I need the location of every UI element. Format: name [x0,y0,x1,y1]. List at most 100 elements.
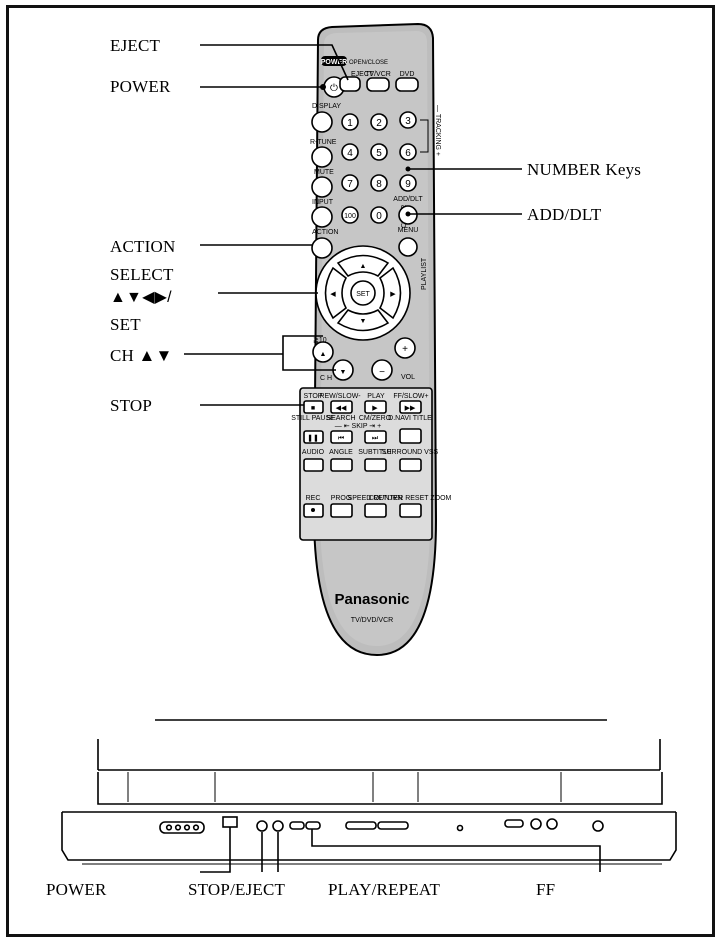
r-tune-button[interactable] [311,146,333,168]
av-input-jacks [159,821,205,834]
svg-text:REW/SLOW-: REW/SLOW- [319,393,361,400]
svg-text:AUDIO: AUDIO [302,449,325,456]
svg-text:SEARCH: SEARCH [326,415,355,422]
prog-button[interactable] [330,503,353,518]
svg-text:8: 8 [376,179,382,190]
front-power-button[interactable] [222,816,238,828]
svg-text:6: 6 [405,148,411,159]
front-indicator [456,824,464,832]
dpad-up-button[interactable] [336,254,390,278]
tv-front-panel [61,719,677,865]
skip-forward-button[interactable] [364,430,387,444]
callout-power: POWER [110,77,171,96]
number-key[interactable] [370,206,388,224]
front-rec-buttons[interactable] [504,819,524,828]
mute-button[interactable] [311,176,333,198]
dvd-button[interactable] [395,77,419,92]
number-key[interactable] [370,113,388,131]
svg-text:PLAY: PLAY [367,393,385,400]
vol-up-button[interactable] [394,337,416,359]
front-leader-lines [200,827,601,873]
svg-text:REC: REC [306,495,321,502]
rtune-label: R-TUNE [310,139,337,146]
number-key[interactable] [341,206,359,224]
callout-front-play-repeat: PLAY/REPEAT [328,880,441,899]
rew-icon: ◀◀ [336,405,347,412]
set-button[interactable] [350,280,376,306]
svg-text:STOP: STOP [304,393,323,400]
front-play-repeat-button[interactable] [272,820,284,832]
callout-select-arrows: ▲▼◀▶/ [110,289,172,306]
callout-front-stop-eject: STOP/EJECT [188,880,286,899]
front-vol-buttons[interactable] [377,821,409,830]
still-pause-button[interactable] [303,430,324,444]
front-dvd-play-button[interactable] [546,818,558,830]
display-button[interactable] [311,111,333,133]
menu-button[interactable] [398,237,418,257]
dpad-right-button[interactable] [378,266,402,320]
svg-text:SUBTITLE: SUBTITLE [358,449,392,456]
ch-down-icon: ▼ [340,369,347,376]
stop-button[interactable] [303,400,324,414]
ff-button[interactable] [399,400,422,414]
angle-button[interactable] [330,458,353,472]
set-label: SET [356,291,370,298]
mute-label: MUTE [314,169,334,176]
number-key[interactable] [341,113,359,131]
svg-text:D.NAVI TITLE: D.NAVI TITLE [388,415,432,422]
dpad-down-button[interactable] [336,308,390,332]
front-ch-buttons[interactable] [345,821,377,830]
callout-eject: EJECT [110,36,161,55]
number-key[interactable] [399,174,417,192]
svg-text:2: 2 [376,118,382,129]
svg-text:100: 100 [344,213,356,220]
rew-button[interactable] [330,400,353,414]
front-stop-eject-button[interactable] [256,820,268,832]
audio-button[interactable] [303,458,324,472]
play-button[interactable] [364,400,387,414]
svg-text:ANGLE: ANGLE [329,449,353,456]
callout-number-keys: NUMBER Keys [527,160,642,179]
skip-back-button[interactable] [330,430,353,444]
number-key[interactable] [370,174,388,192]
callout-add-dlt: ADD/DLT [527,205,602,224]
front-rew-button[interactable] [289,821,305,830]
speed-return-button[interactable] [364,503,387,518]
subtitle-button[interactable] [364,458,387,472]
model-label: TV/DVD/VCR [351,617,393,624]
front-dvd-stop-button[interactable] [530,818,542,830]
action-button[interactable] [311,237,333,259]
dnavi-title-button[interactable] [399,428,422,444]
vol-down-button[interactable] [371,359,393,381]
svg-text:5: 5 [376,148,382,159]
number-key[interactable] [399,143,417,161]
front-dvd-eject-button[interactable] [592,820,604,832]
play-icon: ▶ [372,405,378,412]
surround-vss-button[interactable] [399,458,422,472]
eject-button[interactable] [339,76,361,92]
callout-action: ACTION [110,237,176,256]
callout-ch: CH ▲▼ [110,346,173,365]
number-key[interactable] [370,143,388,161]
display-label: DISPLAY [312,103,341,110]
front-ff-button[interactable] [305,821,321,830]
number-key[interactable] [399,111,417,129]
action-label: ACTION [312,229,338,236]
tv-vcr-button[interactable] [366,77,390,92]
svg-text:PROG: PROG [331,495,352,502]
svg-text:COUNTER RESET ZOOM: COUNTER RESET ZOOM [369,495,452,502]
skip-label: — ⇤ SKIP ⇥ + [335,423,381,430]
callout-select: SELECT [110,265,174,284]
ch-label: C H [320,375,332,382]
dpad-left-button[interactable] [324,266,348,320]
input-label: INPUT [312,199,334,206]
rec-dot-icon [311,508,315,512]
tvvcr-label: TV/VCR [365,71,391,78]
callout-front-power: POWER [46,880,107,899]
number-key[interactable] [341,143,359,161]
remote-control: POWER OPEN/CLOSE ⏻ EJECT TV/VCR DVD DISP… [291,22,452,657]
input-button[interactable] [311,206,333,228]
number-key[interactable] [341,174,359,192]
zoom-button[interactable] [399,503,422,518]
ch-up-button[interactable] [312,341,334,363]
